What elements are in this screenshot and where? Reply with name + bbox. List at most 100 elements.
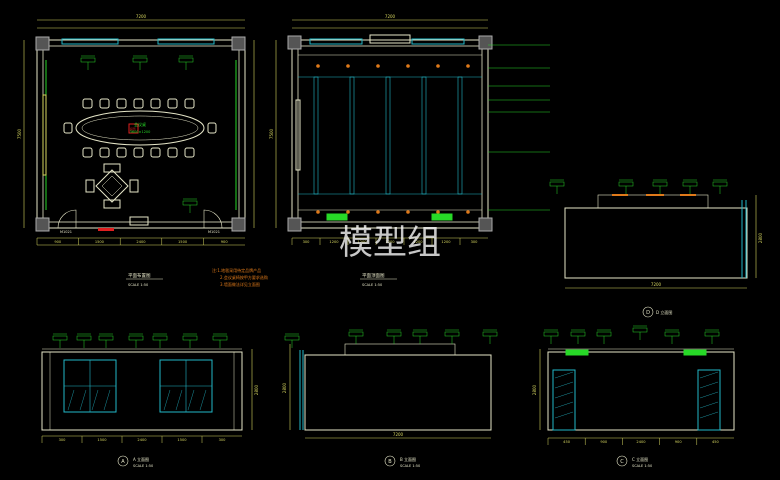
ceiling-strip (349, 76, 355, 195)
chair (184, 147, 195, 158)
callout-tag (80, 57, 96, 63)
callout-tags-elev-c (543, 325, 720, 344)
callout-tag (52, 335, 68, 341)
ceiling-spotlights-bottom (316, 210, 470, 214)
glass-hatch (163, 389, 171, 411)
spotlight (346, 64, 350, 68)
dim-text: 2400 (136, 240, 146, 244)
lounge-table (95, 169, 129, 203)
ceiling-strip (385, 76, 391, 195)
column-se (231, 217, 246, 232)
elev-b-height: 2800 (282, 382, 287, 393)
callout-tag (596, 331, 612, 337)
glass-hatch (91, 389, 99, 411)
callout-tag (444, 331, 460, 337)
chair (99, 98, 110, 109)
spotlight (376, 210, 380, 214)
callout-tag (132, 57, 148, 63)
scale-elev-a: SCALE 1:50 (133, 464, 153, 468)
ceiling-strip (421, 76, 427, 195)
plan-layout-left (23, 19, 255, 246)
elev-b-dim: 7200 (393, 432, 404, 437)
title-elev-b: B 立面图 (400, 456, 416, 462)
dim-text: 300 (219, 438, 227, 442)
marker-a: A (121, 459, 125, 465)
chair (82, 98, 93, 109)
dim-text: 900 (54, 240, 62, 244)
marker-b-circle (384, 455, 396, 467)
chair (99, 147, 110, 158)
elev-b-ceiling-box (344, 343, 456, 356)
glass-hatch (187, 389, 195, 411)
elev-c-outline (547, 351, 735, 431)
window-top-left (61, 38, 119, 45)
dim-text: 900 (675, 440, 683, 444)
plan-left-outer-wall (36, 39, 246, 229)
callout-tag (128, 335, 144, 341)
watermark: 模型组 (339, 223, 441, 263)
callout-tag (712, 181, 728, 187)
marker-c: C (620, 459, 624, 465)
plan-ceiling-right (275, 19, 550, 239)
elevation-a (41, 333, 253, 437)
spotlight (316, 64, 320, 68)
chair (150, 147, 161, 158)
air-outlet-right (431, 213, 453, 221)
label-red-tag: 投影 (130, 126, 136, 131)
door-hatch (554, 381, 574, 389)
chair (82, 147, 93, 158)
callout-tags-elev-b (284, 329, 498, 348)
door-hatch (699, 391, 719, 399)
lounge-chair-bottom (103, 199, 121, 209)
elev-c-height: 2800 (532, 384, 537, 395)
dim-text: 450 (712, 440, 720, 444)
leader-lines-right (488, 44, 550, 211)
red-threshold (98, 228, 114, 231)
chair (150, 98, 161, 109)
dim-text: 2400 (636, 440, 646, 444)
door-left-swing (57, 209, 77, 229)
dim-text: 300 (471, 240, 479, 244)
title-elev-d: D 立面图 (656, 309, 672, 315)
chairs-top-row (82, 98, 195, 109)
callout-tag (412, 331, 428, 337)
callout-tag (284, 335, 300, 341)
dim-side-left: 7500 (17, 128, 22, 139)
elev-d-dim: 7200 (651, 282, 662, 287)
elev-c-door-panels (554, 371, 719, 419)
elev-a-glazing (64, 360, 212, 412)
callout-tag (98, 335, 114, 341)
callout-tag (549, 181, 565, 187)
spotlight (316, 210, 320, 214)
column-nw (35, 36, 50, 51)
callout-tag (682, 181, 698, 187)
label-door-right: M1021 (208, 230, 220, 234)
dim-text: 1200 (385, 240, 395, 244)
spotlight (466, 64, 470, 68)
door-hatch (554, 371, 574, 379)
dim-top-left: 7200 (136, 14, 147, 19)
elev-c-door-left (552, 369, 576, 431)
left-cabinet (42, 94, 47, 176)
elev-c-outlet-right (683, 349, 707, 356)
glass-hatch (103, 389, 111, 411)
elevation-d (549, 179, 757, 289)
dim-text: 1200 (441, 240, 451, 244)
ceiling-strip (313, 76, 319, 195)
ceiling-strip (457, 76, 463, 195)
dim-text: 900 (221, 240, 229, 244)
plan-right-outer-wall (291, 39, 489, 229)
window-r-top-right (411, 38, 465, 45)
ceiling-light-strips (313, 76, 463, 195)
note-line-2: 2.会议桌椅按甲方要求选购 (220, 274, 268, 280)
callout-tags-elev-a (52, 333, 228, 348)
spotlight (436, 64, 440, 68)
lounge-chair-top (103, 163, 121, 173)
title-plan-left: 平面布置图 (128, 272, 151, 279)
chair (167, 98, 178, 109)
